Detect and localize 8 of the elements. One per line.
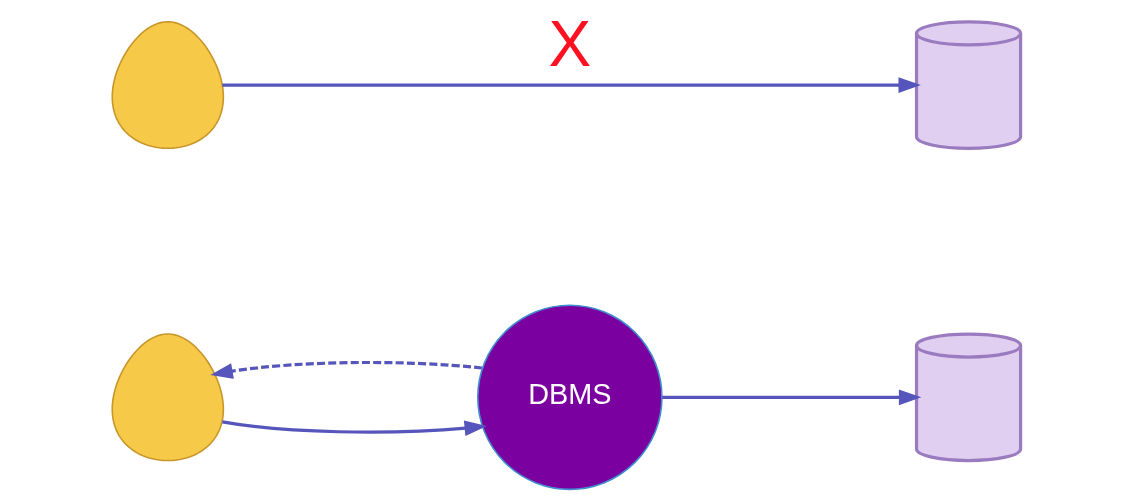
arrow (661, 389, 921, 406)
arrow (221, 420, 487, 437)
arrow (209, 360, 482, 379)
node-circle: DBMS (476, 304, 663, 491)
arrow (221, 77, 921, 93)
node-person (110, 333, 224, 462)
node-person (110, 21, 224, 150)
edge-label: X (548, 7, 591, 80)
